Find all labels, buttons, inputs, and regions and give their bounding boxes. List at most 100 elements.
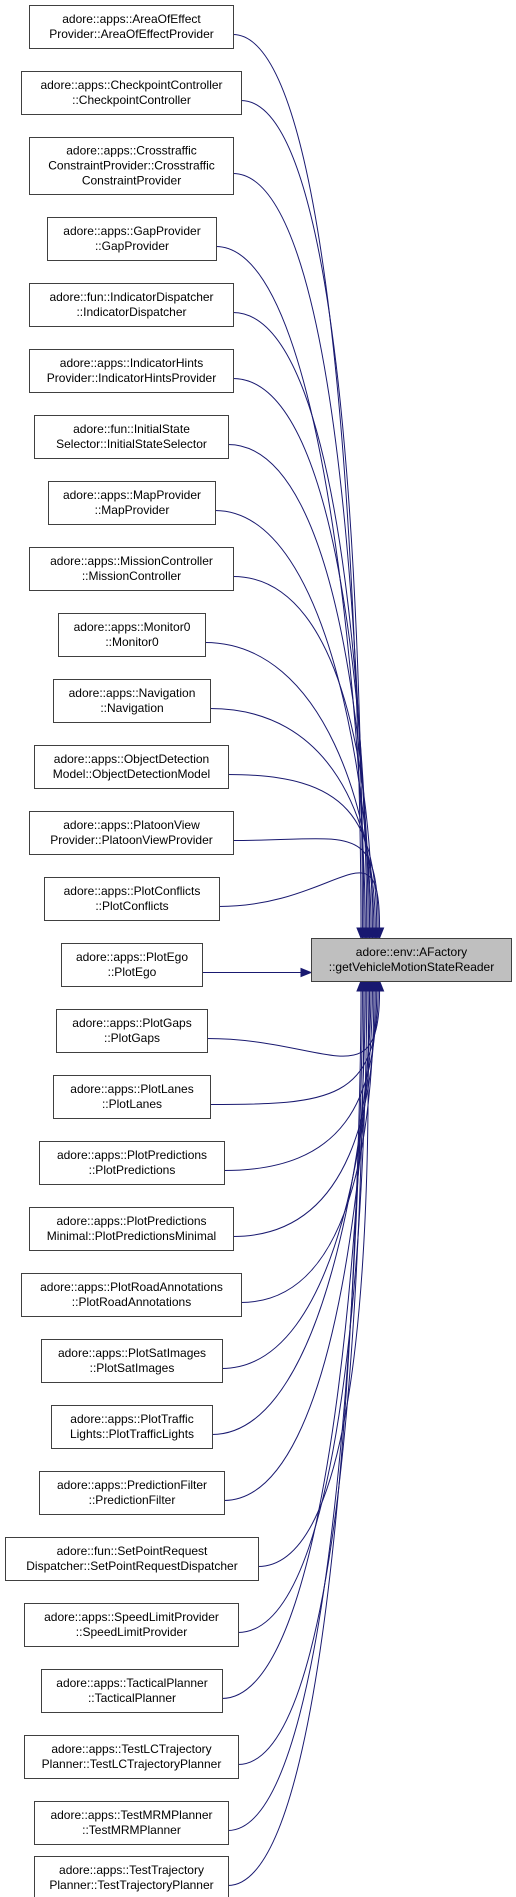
caller-node-speedlimitprovider-label-line: ::SpeedLimitProvider: [76, 1625, 187, 1639]
caller-node-plotpredictionsminimal[interactable]: adore::apps::PlotPredictionsMinimal::Plo…: [29, 1207, 234, 1251]
caller-node-initialstateselector-label-line: adore::fun::InitialState: [73, 422, 190, 436]
caller-node-initialstateselector-box: [34, 415, 229, 459]
caller-node-navigation-box: [53, 679, 211, 723]
caller-node-checkpointcontroller-label-line: adore::apps::CheckpointController: [40, 78, 222, 92]
caller-node-testmrmplanner-box: [34, 1801, 229, 1845]
caller-node-plotroadannotations-label-line: ::PlotRoadAnnotations: [72, 1295, 191, 1309]
caller-node-monitor0[interactable]: adore::apps::Monitor0::Monitor0: [58, 613, 206, 657]
caller-node-gapprovider-label-line: ::GapProvider: [95, 239, 169, 253]
caller-node-plotgaps[interactable]: adore::apps::PlotGaps::PlotGaps: [56, 1009, 208, 1053]
caller-node-testmrmplanner-label-line: ::TestMRMPlanner: [82, 1823, 181, 1837]
caller-node-plotconflicts-box: [44, 877, 220, 921]
caller-node-plotconflicts[interactable]: adore::apps::PlotConflicts::PlotConflict…: [44, 877, 220, 921]
caller-node-testmrmplanner[interactable]: adore::apps::TestMRMPlanner::TestMRMPlan…: [34, 1801, 229, 1845]
caller-node-mapprovider[interactable]: adore::apps::MapProvider::MapProvider: [48, 481, 216, 525]
caller-node-plottrafficlights-box: [51, 1405, 213, 1449]
caller-node-plotsatimages[interactable]: adore::apps::PlotSatImages::PlotSatImage…: [41, 1339, 223, 1383]
caller-node-crosstrafficconstraintprovider-label-line: adore::apps::Crosstraffic: [66, 144, 197, 158]
caller-node-testtrajectoryplanner-label-line: adore::apps::TestTrajectory: [59, 1863, 204, 1877]
caller-node-plotroadannotations-label-line: adore::apps::PlotRoadAnnotations: [40, 1280, 223, 1294]
caller-node-checkpointcontroller-label-line: ::CheckpointController: [72, 93, 191, 107]
call-edge: [240, 100, 363, 929]
caller-node-tacticalplanner-box: [41, 1669, 223, 1713]
caller-node-predictionfilter-label-line: ::PredictionFilter: [89, 1493, 176, 1507]
caller-node-plottrafficlights-label-line: adore::apps::PlotTraffic: [70, 1412, 193, 1426]
edge-arrowhead: [300, 967, 313, 978]
caller-node-plotpredictions[interactable]: adore::apps::PlotPredictions::PlotPredic…: [39, 1141, 225, 1185]
caller-node-plotlanes-box: [53, 1075, 211, 1119]
call-edge: [232, 990, 376, 1237]
call-edge: [223, 990, 371, 1501]
call-edge: [240, 990, 375, 1303]
caller-node-testlctrajectoryplanner-box: [24, 1735, 239, 1779]
caller-node-plotgaps-box: [56, 1009, 208, 1053]
call-edge: [232, 34, 362, 929]
caller-node-areaofeffectprovider-label-line: adore::apps::AreaOfEffect: [62, 12, 201, 26]
caller-node-crosstrafficconstraintprovider-box: [29, 137, 234, 195]
caller-node-indicatorhintsprovider-label-line: Provider::IndicatorHintsProvider: [47, 371, 216, 385]
caller-node-areaofeffectprovider-box: [29, 5, 234, 49]
caller-node-initialstateselector-label-line: Selector::InitialStateSelector: [56, 437, 207, 451]
caller-node-plotpredictionsminimal-label-line: Minimal::PlotPredictionsMinimal: [47, 1229, 216, 1243]
caller-node-indicatordispatcher[interactable]: adore::fun::IndicatorDispatcher::Indicat…: [29, 283, 234, 327]
caller-node-objectdetectionmodel-box: [34, 745, 229, 789]
caller-node-plotroadannotations[interactable]: adore::apps::PlotRoadAnnotations::PlotRo…: [21, 1273, 242, 1317]
caller-node-platoonviewprovider-label-line: adore::apps::PlatoonView: [63, 818, 200, 832]
caller-node-gapprovider[interactable]: adore::apps::GapProvider::GapProvider: [47, 217, 217, 261]
call-edge: [221, 990, 373, 1369]
caller-node-navigation[interactable]: adore::apps::Navigation::Navigation: [53, 679, 211, 723]
caller-node-speedlimitprovider-box: [24, 1603, 239, 1647]
caller-node-plottrafficlights-label-line: Lights::PlotTrafficLights: [70, 1427, 194, 1441]
caller-node-plotego-label-line: ::PlotEgo: [108, 965, 157, 979]
caller-node-plotego-label-line: adore::apps::PlotEgo: [76, 950, 188, 964]
caller-node-plotpredictions-label-line: ::PlotPredictions: [89, 1163, 176, 1177]
caller-node-platoonviewprovider[interactable]: adore::apps::PlatoonViewProvider::Platoo…: [29, 811, 234, 855]
caller-node-tacticalplanner[interactable]: adore::apps::TacticalPlanner::TacticalPl…: [41, 1669, 223, 1713]
caller-node-predictionfilter[interactable]: adore::apps::PredictionFilter::Predictio…: [39, 1471, 225, 1515]
caller-node-mapprovider-box: [48, 481, 216, 525]
caller-node-initialstateselector[interactable]: adore::fun::InitialStateSelector::Initia…: [34, 415, 229, 459]
caller-node-plotego[interactable]: adore::apps::PlotEgo::PlotEgo: [61, 943, 203, 987]
caller-node-platoonviewprovider-box: [29, 811, 234, 855]
call-edge: [227, 990, 363, 1831]
target-node-agetvehiclemotionstatereader-label-line: adore::env::AFactory: [356, 945, 467, 959]
caller-node-objectdetectionmodel-label-line: adore::apps::ObjectDetection: [54, 752, 209, 766]
caller-node-plotpredictionsminimal-box: [29, 1207, 234, 1251]
caller-node-plotgaps-label-line: ::PlotGaps: [104, 1031, 160, 1045]
caller-node-plottrafficlights[interactable]: adore::apps::PlotTrafficLights::PlotTraf…: [51, 1405, 213, 1449]
caller-node-testlctrajectoryplanner[interactable]: adore::apps::TestLCTrajectoryPlanner::Te…: [24, 1735, 239, 1779]
caller-node-indicatorhintsprovider[interactable]: adore::apps::IndicatorHintsProvider::Ind…: [29, 349, 234, 393]
caller-node-gapprovider-label-line: adore::apps::GapProvider: [63, 224, 200, 238]
caller-node-crosstrafficconstraintprovider-label-line: ConstraintProvider: [82, 174, 181, 188]
caller-node-indicatorhintsprovider-label-line: adore::apps::IndicatorHints: [60, 356, 203, 370]
caller-node-plotconflicts-label-line: adore::apps::PlotConflicts: [64, 884, 201, 898]
caller-node-testtrajectoryplanner[interactable]: adore::apps::TestTrajectoryPlanner::Test…: [34, 1856, 229, 1897]
caller-node-crosstrafficconstraintprovider[interactable]: adore::apps::CrosstrafficConstraintProvi…: [29, 137, 234, 195]
caller-node-monitor0-label-line: adore::apps::Monitor0: [74, 620, 191, 634]
caller-node-checkpointcontroller[interactable]: adore::apps::CheckpointController::Check…: [21, 71, 242, 115]
caller-node-plotpredictionsminimal-label-line: adore::apps::PlotPredictions: [56, 1214, 206, 1228]
caller-node-testtrajectoryplanner-label-line: Planner::TestTrajectoryPlanner: [49, 1878, 213, 1892]
caller-node-plotconflicts-label-line: ::PlotConflicts: [95, 899, 168, 913]
call-edge: [209, 990, 379, 1105]
caller-node-plotsatimages-label-line: ::PlotSatImages: [90, 1361, 175, 1375]
call-edge: [209, 708, 376, 929]
caller-node-plotlanes[interactable]: adore::apps::PlotLanes::PlotLanes: [53, 1075, 211, 1119]
call-edge: [227, 774, 378, 929]
call-edge: [206, 990, 381, 1057]
caller-node-speedlimitprovider[interactable]: adore::apps::SpeedLimitProvider::SpeedLi…: [24, 1603, 239, 1647]
call-edge: [232, 838, 379, 929]
caller-node-plotgaps-label-line: adore::apps::PlotGaps: [72, 1016, 191, 1030]
caller-node-plotroadannotations-box: [21, 1273, 242, 1317]
caller-node-missioncontroller[interactable]: adore::apps::MissionController::MissionC…: [29, 547, 234, 591]
target-node-agetvehiclemotionstatereader[interactable]: adore::env::AFactory::getVehicleMotionSt…: [311, 938, 512, 982]
caller-node-indicatorhintsprovider-box: [29, 349, 234, 393]
caller-node-areaofeffectprovider[interactable]: adore::apps::AreaOfEffectProvider::AreaO…: [29, 5, 234, 49]
caller-node-testtrajectoryplanner-box: [34, 1856, 229, 1897]
caller-node-setpointrequestdispatcher-box: [5, 1537, 259, 1581]
caller-node-objectdetectionmodel[interactable]: adore::apps::ObjectDetectionModel::Objec…: [34, 745, 229, 789]
caller-node-speedlimitprovider-label-line: adore::apps::SpeedLimitProvider: [44, 1610, 219, 1624]
caller-node-setpointrequestdispatcher[interactable]: adore::fun::SetPointRequestDispatcher::S…: [5, 1537, 259, 1581]
call-edge: [227, 444, 371, 929]
caller-node-navigation-label-line: ::Navigation: [100, 701, 163, 715]
